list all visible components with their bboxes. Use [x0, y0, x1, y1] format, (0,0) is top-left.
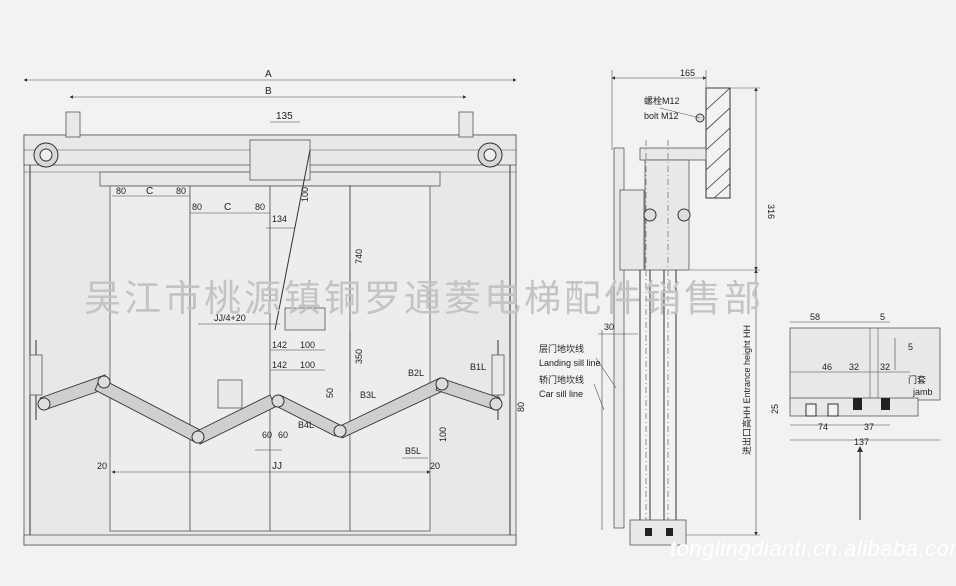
- wall-hatch: [705, 87, 731, 199]
- dim-5-b: 5: [908, 342, 913, 352]
- door-panel-1: [109, 185, 191, 532]
- landing-sill-en: Landing sill line: [539, 358, 601, 368]
- dim-32-b: 32: [880, 362, 890, 372]
- dim-jj4: JJ/4+20: [214, 313, 246, 323]
- dim-100-v2: 100: [438, 427, 448, 442]
- bolt-label-en: bolt M12: [644, 111, 679, 121]
- dim-165: 165: [680, 68, 695, 78]
- dim-25: 25: [770, 404, 780, 414]
- right-bracket: [458, 111, 474, 138]
- sill-detail: 58 5 5 46 32 32 门套 jamb 25 74 37 137: [770, 312, 941, 520]
- left-bracket: [65, 111, 81, 138]
- dim-b: B: [265, 86, 272, 97]
- jamb-section: [789, 327, 941, 401]
- dim-80-v: 80: [516, 402, 526, 412]
- dim-350: 350: [354, 349, 364, 364]
- dim-100-v: 100: [300, 187, 310, 202]
- dim-37: 37: [864, 422, 874, 432]
- front-view: A B 135 80 C 80 80 C 80 134 JJ/4+20 142 …: [23, 69, 526, 546]
- dim-80-b: 80: [176, 186, 186, 196]
- jamb-en: jamb: [912, 387, 933, 397]
- door-panel-3: [269, 185, 351, 532]
- dim-b5l: B5L: [405, 446, 421, 456]
- dim-32-a: 32: [849, 362, 859, 372]
- dim-80-d: 80: [255, 202, 265, 212]
- dim-a: A: [265, 69, 272, 80]
- side-view: 165 螺栓M12 bolt M12 316 进出口高HH Entrance h…: [539, 68, 776, 546]
- car-sill-en: Car sill line: [539, 389, 583, 399]
- dim-50: 50: [325, 388, 335, 398]
- sill-section: [629, 519, 687, 546]
- dim-142-b: 142: [272, 360, 287, 370]
- dim-30: 30: [604, 322, 614, 332]
- dim-20-a: 20: [97, 461, 107, 471]
- dim-jj: JJ: [272, 461, 282, 472]
- jamb-cn: 门套: [908, 374, 926, 385]
- dim-46: 46: [822, 362, 832, 372]
- watermark-cn: 吴江市桃源镇铜罗通菱电梯配件销售部: [84, 277, 764, 320]
- landing-sill-cn: 层门地坎线: [539, 343, 584, 354]
- hanger-bracket: [639, 147, 707, 161]
- dim-b4l: B4L: [298, 420, 314, 430]
- car-sill-cn: 轿门地坎线: [539, 374, 584, 385]
- dim-134: 134: [272, 214, 287, 224]
- dim-c-a: C: [146, 186, 153, 197]
- dim-60-b: 60: [278, 430, 288, 440]
- bottom-sill: [23, 534, 517, 546]
- dim-316: 316: [766, 204, 776, 219]
- wall-section: [705, 87, 731, 199]
- dim-80-a: 80: [116, 186, 126, 196]
- dim-80-c: 80: [192, 202, 202, 212]
- dim-137: 137: [854, 437, 869, 447]
- watermark-url: tonglingdianti.cn.alibaba.com: [670, 536, 956, 561]
- entrance-height-label: 进出口高HH Entrance height HH: [741, 325, 752, 455]
- dim-b1l: B1L: [470, 362, 486, 372]
- bolt-label-cn: 螺栓M12: [644, 95, 680, 106]
- dim-74: 74: [818, 422, 828, 432]
- dim-5-a: 5: [880, 312, 885, 322]
- dim-20-b: 20: [430, 461, 440, 471]
- dim-60-a: 60: [262, 430, 272, 440]
- dim-740: 740: [354, 249, 364, 264]
- dim-100-b: 100: [300, 360, 315, 370]
- dim-b3l: B3L: [360, 390, 376, 400]
- lock-bracket: [284, 307, 326, 331]
- dim-135: 135: [276, 111, 293, 122]
- dim-100-a: 100: [300, 340, 315, 350]
- dim-142-a: 142: [272, 340, 287, 350]
- dim-58: 58: [810, 312, 820, 322]
- dim-b2l: B2L: [408, 368, 424, 378]
- door-lock-mechanism: [249, 139, 311, 181]
- roller-bracket: [217, 379, 243, 409]
- door-panel-2: [189, 185, 271, 532]
- dim-c-b: C: [224, 202, 231, 213]
